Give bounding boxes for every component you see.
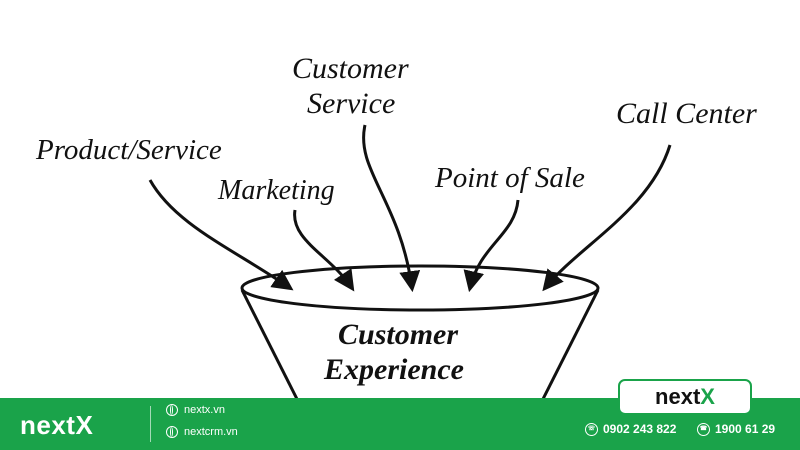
website-link-nextcrm[interactable]: nextcrm.vn — [166, 426, 238, 438]
arrow-call-center — [542, 144, 672, 292]
arrow-customer-service — [362, 124, 421, 293]
globe-icon — [166, 404, 178, 416]
website-link-nextx[interactable]: nextx.vn — [166, 404, 225, 416]
hotline-icon: ☎ — [697, 422, 710, 436]
badge-brand-text: next — [655, 384, 701, 409]
website-link-label: nextcrm.vn — [184, 426, 238, 438]
label-call-center: Call Center — [616, 97, 757, 130]
footer-logo: nextX — [20, 410, 94, 440]
label-customer-service-line1: Customer — [292, 52, 409, 85]
arrow-point-of-sale — [463, 199, 520, 293]
footer-bar: nextX nextx.vn nextcrm.vn ☏ 0902 243 822… — [0, 398, 800, 450]
label-marketing: Marketing — [218, 175, 335, 206]
funnel-right-side — [538, 289, 600, 406]
phone-number: 0902 243 822 — [603, 422, 677, 436]
badge-brand-x: X — [700, 384, 715, 409]
phone-contact[interactable]: ☏ 0902 243 822 — [585, 422, 676, 436]
funnel-label-line1: Customer — [338, 318, 459, 351]
phone-icon: ☏ — [585, 422, 598, 436]
website-link-label: nextx.vn — [184, 404, 225, 416]
funnel-rim — [240, 264, 600, 312]
label-customer-service-line2: Service — [307, 87, 396, 120]
label-point-of-sale: Point of Sale — [435, 162, 585, 194]
label-product-service: Product/Service — [36, 134, 222, 166]
footer-divider — [150, 406, 151, 442]
funnel-left-side — [240, 289, 302, 406]
hotline-number: 1900 61 29 — [715, 422, 776, 436]
arrow-marketing — [293, 209, 355, 292]
hotline-contact[interactable]: ☎ 1900 61 29 — [697, 422, 775, 436]
globe-icon — [166, 426, 178, 438]
funnel-label-line2: Experience — [324, 353, 464, 386]
arrow-product-service — [148, 179, 294, 291]
